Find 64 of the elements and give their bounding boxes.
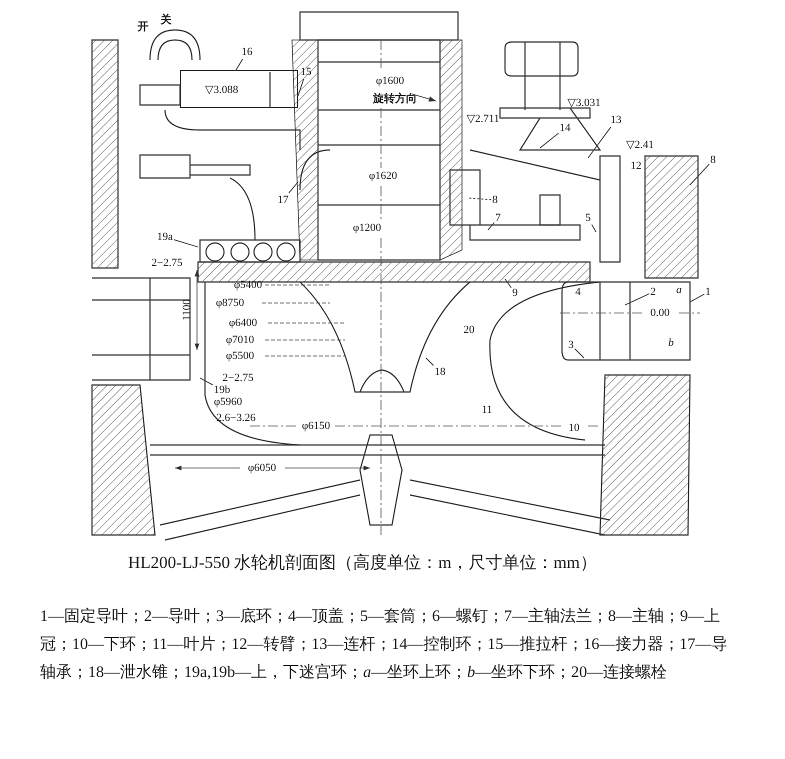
dimension-label: φ1620	[368, 170, 398, 182]
dimension-label: 2−2.75	[222, 372, 254, 384]
dimension-label: φ1200	[352, 222, 382, 234]
callout-number: 20	[464, 324, 474, 336]
callout-number: 9	[512, 286, 518, 300]
callout-number: 18	[434, 366, 446, 378]
close-label: 关	[160, 14, 172, 26]
leader-line	[540, 132, 559, 148]
direction-label: 旋转方向	[373, 92, 417, 106]
dimension-label: 2.6−3.26	[216, 412, 256, 424]
callout-number: 8	[710, 154, 716, 166]
figure-caption: HL200-LJ-550 水轮机剖面图（高度单位：m，尺寸单位：mm）	[128, 552, 598, 574]
leader-line	[200, 378, 214, 386]
callout-number: 5	[585, 212, 591, 224]
leader-line	[288, 182, 298, 194]
dimension-label: φ5500	[226, 350, 254, 362]
callout-letter: b	[668, 336, 674, 350]
leader-line	[574, 348, 584, 358]
dimension-label: φ6150	[302, 420, 330, 432]
elevation-label: 0.00	[650, 306, 670, 320]
callout-number: 3	[568, 338, 574, 352]
callout-number: 15	[300, 66, 312, 78]
callout-number: 11	[482, 404, 492, 416]
callout-letter: a	[676, 284, 682, 296]
leader-line	[690, 164, 710, 186]
callout-number: 10	[568, 422, 580, 434]
dimension-label: φ1600	[376, 74, 404, 88]
leader-line	[236, 58, 244, 70]
leader-line	[488, 222, 495, 230]
elevation-mark: ▽2.711	[466, 112, 500, 126]
servomotor-box: ▽3.088	[180, 70, 298, 108]
callout-number: 17	[278, 194, 288, 206]
callout-number: 16	[242, 46, 252, 58]
callout-number: 13	[610, 114, 622, 126]
leader-line	[468, 198, 492, 200]
dimension-label: φ8750	[216, 296, 244, 310]
dimension-label: φ6050	[248, 462, 276, 474]
leader-line	[426, 358, 434, 366]
leader-line	[504, 278, 512, 288]
leader-line	[624, 293, 650, 306]
callout-number: 4	[575, 286, 581, 298]
callout-number: 1	[705, 286, 711, 298]
dimension-label: 2−2.75	[152, 256, 182, 270]
leader-line	[298, 78, 304, 96]
dimension-label: φ5960	[214, 396, 242, 408]
callout-number: 12	[630, 160, 642, 172]
callout-number: 14	[560, 122, 570, 134]
leader-line	[690, 294, 705, 302]
elevation-mark: ▽2.41	[626, 138, 654, 152]
callout-number: 19b	[214, 384, 230, 396]
callout-number: 7	[495, 212, 501, 224]
callout-number: 19a	[157, 230, 173, 244]
dimension-label: 1100	[180, 299, 194, 321]
dimension-label: φ5400	[234, 278, 262, 292]
open-label: 开	[138, 20, 148, 34]
callout-number: 2	[650, 286, 656, 298]
elevation-mark: ▽3.031	[567, 96, 601, 110]
leader-line	[174, 239, 198, 248]
parts-key: 1—固定导叶；2—导叶；3—底环；4—顶盖；5—套筒；6—螺钉；7—主轴法兰；8—主轴；9—上冠；10—下环；11—叶片；12—转臂；13—连杆；14—控制环；15—推拉杆；16—接力器；17—导轴承；18—泄水锥；19a,19b—上，下迷宫环；a—坐环上环；b—坐环下环；20—连接螺栓	[40, 603, 740, 687]
callout-number: 8	[492, 194, 498, 206]
leader-line	[591, 224, 596, 232]
leader-line	[588, 126, 612, 158]
dimension-label: φ7010	[226, 334, 254, 346]
dimension-label: φ6400	[228, 316, 258, 330]
